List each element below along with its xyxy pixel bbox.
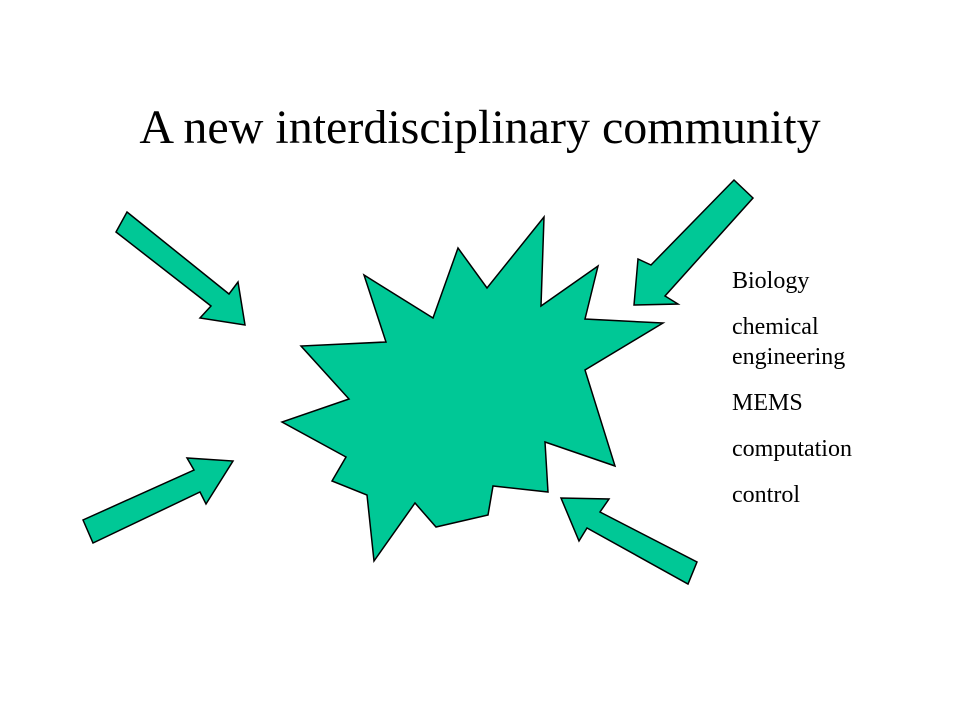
discipline-item-control: control <box>732 482 800 508</box>
block-arrow-icon <box>115 210 246 326</box>
explosion-starburst-icon <box>280 214 666 564</box>
discipline-item-mems: MEMS <box>732 390 803 416</box>
block-arrow-icon <box>82 457 235 545</box>
discipline-item-biology: Biology <box>732 268 810 294</box>
discipline-item-chemical-engineering: chemical engineering <box>732 314 846 370</box>
slide-title: A new interdisciplinary community <box>139 101 821 154</box>
discipline-item-computation: computation <box>732 436 852 462</box>
block-arrow-icon <box>559 497 698 586</box>
block-arrow-icon <box>633 178 755 306</box>
discipline-list: Biology chemical engineering MEMS comput… <box>732 266 952 526</box>
